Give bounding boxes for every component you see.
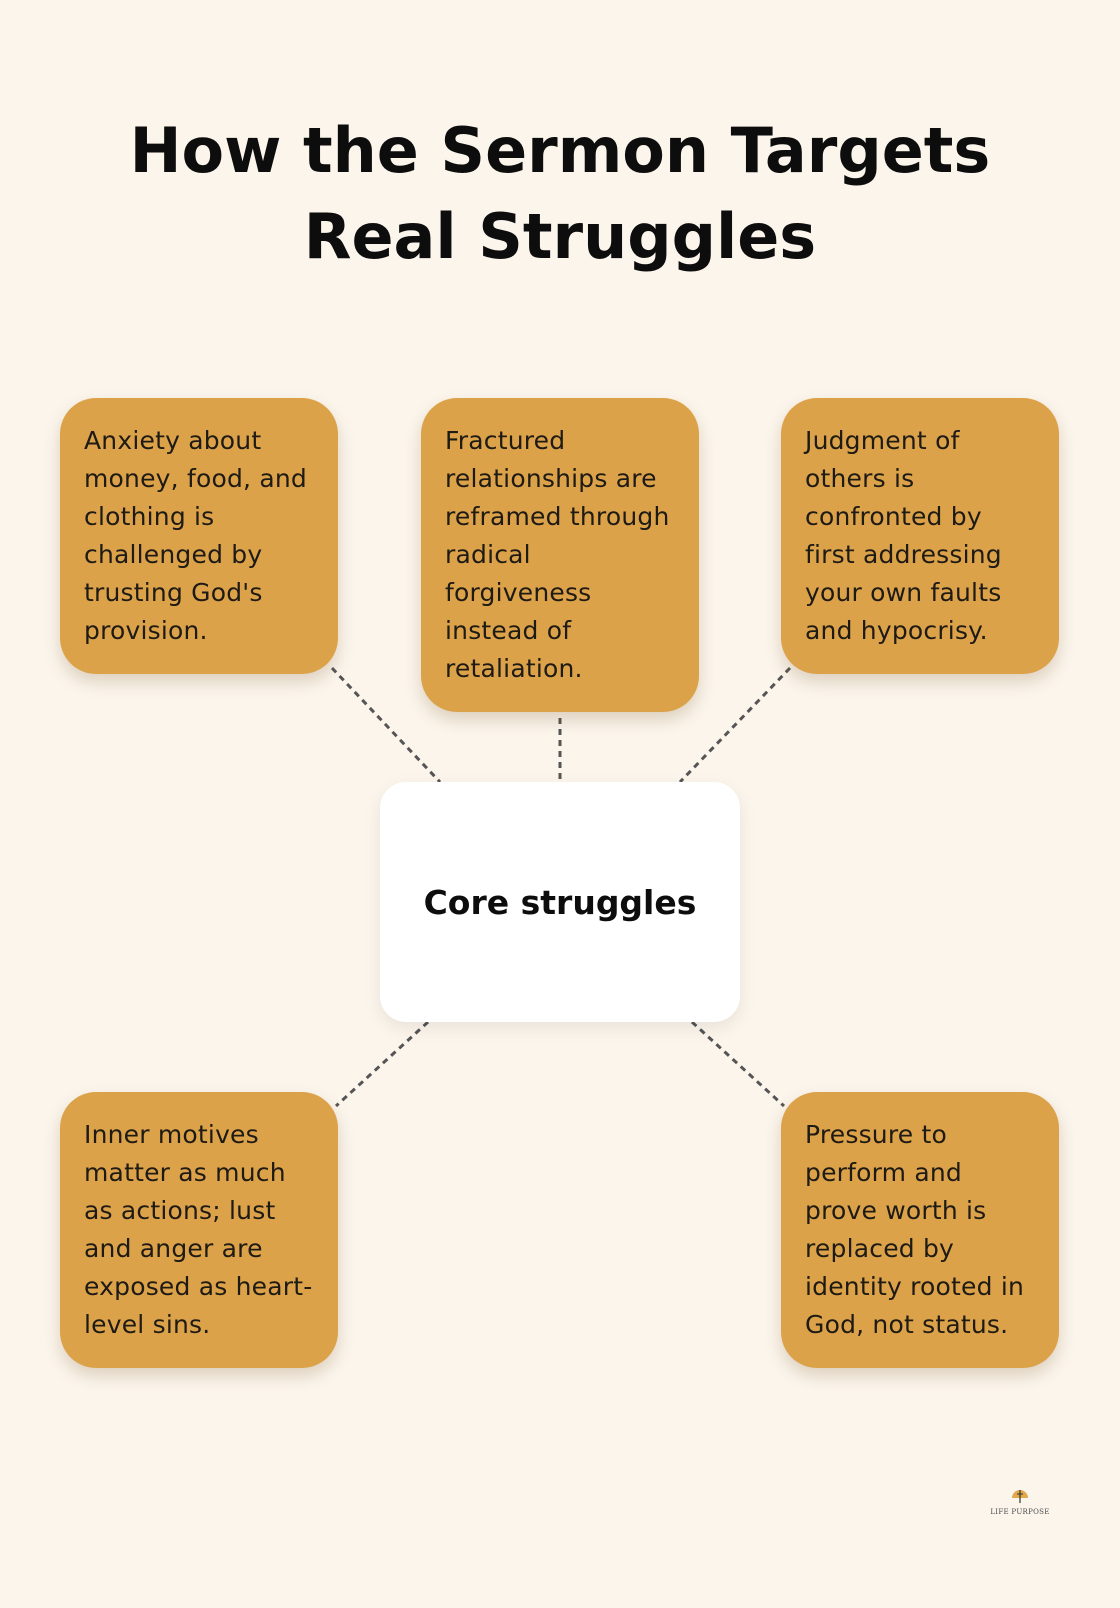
connector-line-pressure [690, 1020, 786, 1108]
struggle-card-text: Anxiety about money, food, and clothing … [84, 426, 307, 645]
logo-text: LIFE PURPOSE [990, 1508, 1050, 1516]
center-node: Core struggles [380, 782, 740, 1022]
struggle-card-motives: Inner motives matter as much as actions;… [60, 1092, 338, 1368]
struggle-card-text: Pressure to perform and prove worth is r… [805, 1120, 1025, 1339]
center-node-label: Core struggles [423, 882, 697, 922]
struggle-card-relationships: Fractured relationships are reframed thr… [421, 398, 699, 712]
connector-line-judgment [678, 666, 792, 784]
struggle-card-judgment: Judgment of others is confronted by firs… [781, 398, 1059, 674]
struggle-card-text: Fractured relationships are reframed thr… [445, 426, 670, 683]
connector-line-anxiety [330, 666, 442, 784]
struggle-card-pressure: Pressure to perform and prove worth is r… [781, 1092, 1059, 1368]
struggle-card-anxiety: Anxiety about money, food, and clothing … [60, 398, 338, 674]
tree-icon [1012, 1490, 1028, 1503]
struggle-card-text: Judgment of others is confronted by firs… [805, 426, 1002, 645]
struggle-card-text: Inner motives matter as much as actions;… [84, 1120, 313, 1339]
connector-line-motives [334, 1020, 430, 1108]
life-purpose-logo: LIFE PURPOSE [985, 1486, 1055, 1517]
page-title: How the Sermon Targets Real Struggles [129, 114, 991, 273]
